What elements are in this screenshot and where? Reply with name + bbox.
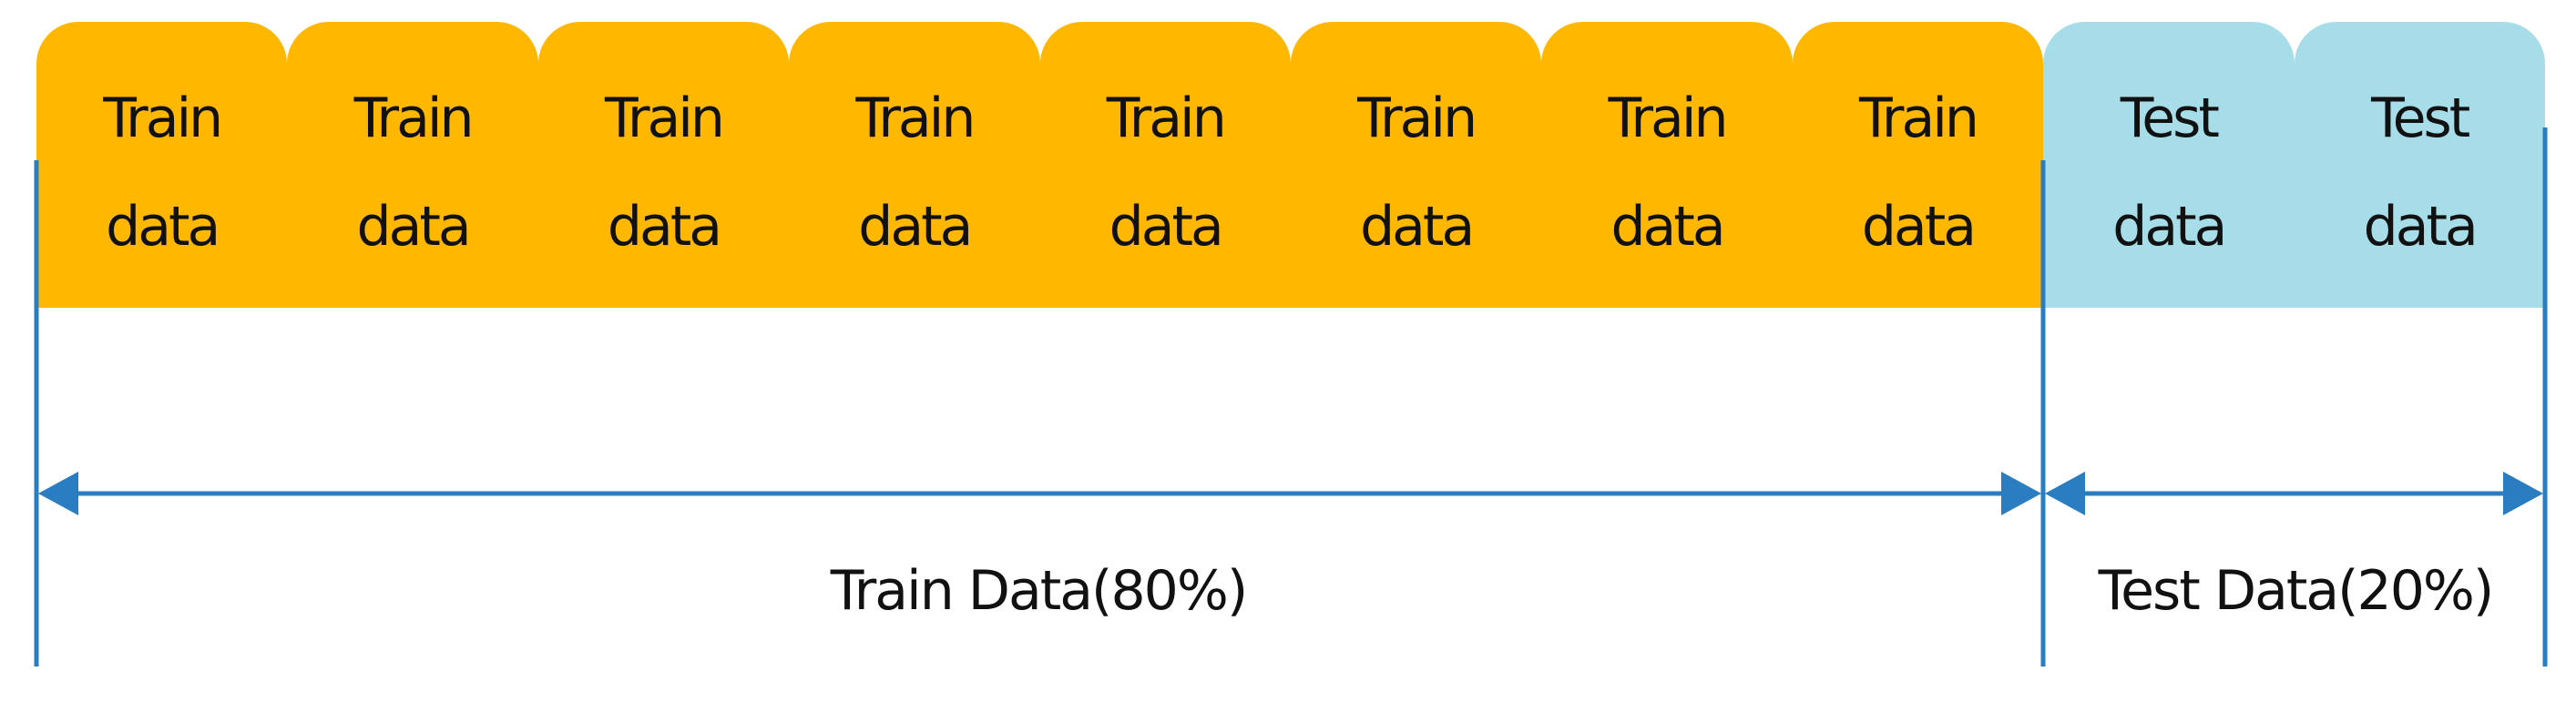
train-block-7: Train data [1541, 22, 1793, 308]
block-line1: Train [103, 86, 223, 150]
block-line2: data [1610, 195, 1725, 259]
block-line1: Test [2371, 86, 2470, 150]
block-line1: Train [1357, 86, 1477, 150]
train-arrow-right-icon [2001, 472, 2041, 515]
block-line2: data [2363, 195, 2479, 259]
block-line2: data [607, 195, 722, 259]
test-arrow-left-icon [2045, 472, 2085, 515]
data-blocks-row: Train data Train data Train data Train d… [36, 22, 2545, 308]
block-line1: Train [1106, 86, 1227, 150]
block-line1: Test [2120, 86, 2220, 150]
block-line2: data [1109, 195, 1224, 259]
train-block-8: Train data [1792, 22, 2044, 308]
block-line2: data [2112, 195, 2227, 259]
train-arrow-left-icon [38, 472, 78, 515]
test-span-label: Test Data(20%) [2098, 559, 2495, 623]
block-line2: data [106, 195, 220, 259]
block-line2: data [356, 195, 472, 259]
block-line1: Train [1858, 86, 1979, 150]
train-block-6: Train data [1290, 22, 1542, 308]
block-line1: Train [604, 86, 725, 150]
test-block-2: Test data [2294, 22, 2545, 308]
block-line1: Train [855, 86, 976, 150]
train-block-2: Train data [287, 22, 538, 308]
block-line2: data [858, 195, 973, 259]
train-block-1: Train data [36, 22, 288, 308]
test-arrow-right-icon [2503, 472, 2543, 515]
train-block-5: Train data [1039, 22, 1291, 308]
block-line2: data [1360, 195, 1475, 259]
test-block-1: Test data [2043, 22, 2295, 308]
block-line2: data [1861, 195, 1977, 259]
train-span-label: Train Data(80%) [830, 559, 1248, 623]
block-line1: Train [1608, 86, 1729, 150]
train-block-3: Train data [537, 22, 790, 308]
block-line1: Train [353, 86, 475, 150]
train-block-4: Train data [789, 22, 1040, 308]
